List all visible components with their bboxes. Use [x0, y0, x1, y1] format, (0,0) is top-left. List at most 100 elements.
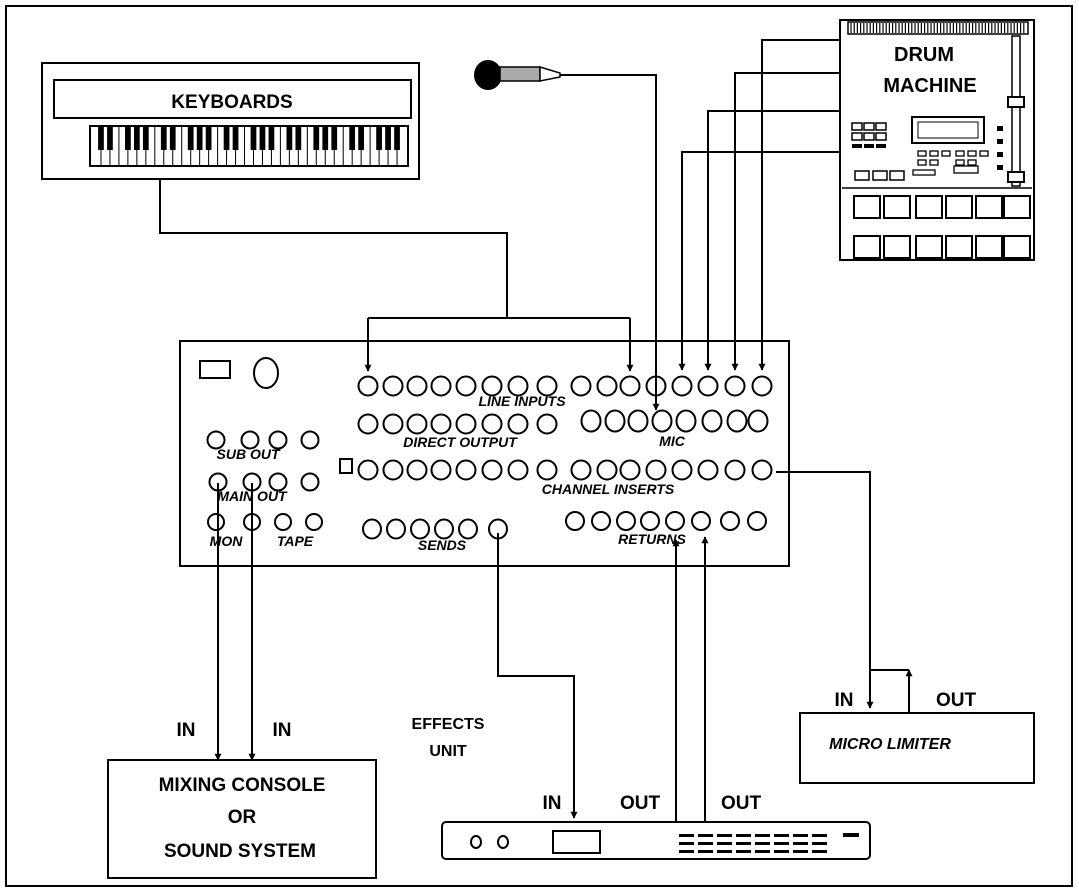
jack [720, 511, 740, 531]
jack [591, 511, 611, 531]
limiter-in-label: IN [835, 690, 854, 711]
effects-unit-body [441, 821, 871, 860]
black-key [142, 127, 149, 150]
jack [645, 459, 667, 481]
fx-button [698, 834, 713, 837]
fx-in-label: IN [543, 793, 562, 814]
keyboards-label-panel [53, 79, 412, 119]
drum-pad [915, 195, 943, 219]
jack [619, 375, 641, 397]
black-key [223, 127, 230, 150]
drum-led [997, 139, 1003, 144]
black-key [385, 127, 391, 150]
fx-button [774, 834, 789, 837]
drum-small-button [929, 159, 939, 166]
jack [747, 409, 769, 433]
black-key [295, 127, 302, 150]
drum-small-button [979, 150, 989, 157]
fx-button [679, 850, 694, 853]
drum-vent [847, 21, 1029, 35]
fx-button [717, 842, 732, 845]
drum-machine: DRUM MACHINE [839, 19, 1035, 261]
mixing-console-line2: OR [228, 807, 257, 828]
black-key [286, 127, 293, 150]
jack [357, 375, 379, 397]
drum-label-line2: MACHINE [883, 75, 976, 97]
drum-button [863, 122, 875, 131]
mixing-in-left-label: IN [177, 720, 196, 741]
drum-button-bar [852, 144, 862, 148]
sends-label: SENDS [418, 537, 467, 553]
jack [300, 472, 320, 492]
drum-small-button [917, 150, 927, 157]
black-key [331, 127, 338, 150]
jack [570, 459, 592, 481]
drum-fader-knob-1 [1007, 96, 1025, 108]
black-key [250, 127, 257, 150]
fx-button [812, 834, 827, 837]
effects-unit [441, 821, 871, 860]
black-key [196, 127, 203, 150]
black-key [349, 127, 356, 150]
jack [357, 413, 379, 435]
drum-display-inner [917, 121, 979, 139]
fx-button [774, 850, 789, 853]
jack [268, 472, 288, 492]
jack [751, 375, 773, 397]
cables [159, 39, 913, 823]
drum-pad [945, 195, 973, 219]
cable-drum-3 [704, 110, 840, 371]
drum-button [851, 122, 863, 131]
jack [619, 459, 641, 481]
cable-drum-1 [758, 39, 840, 371]
jack [596, 459, 618, 481]
mic-handle [499, 66, 541, 82]
microphone [474, 60, 561, 90]
drum-wide-button [953, 165, 979, 174]
jack [697, 375, 719, 397]
drum-small-button [917, 159, 927, 166]
keyboards-unit: KEYBOARDS [41, 62, 420, 180]
drum-pad [975, 195, 1003, 219]
fx-button [755, 842, 770, 845]
drum-pad [945, 235, 973, 259]
fx-button [717, 834, 732, 837]
line-inputs-label: LINE INPUTS [478, 393, 566, 409]
fx-button [774, 842, 789, 845]
mixer-power-switch [199, 360, 231, 379]
jack [627, 409, 649, 433]
cable-mic [560, 74, 660, 411]
jack [697, 459, 719, 481]
fx-knob-2 [497, 835, 509, 849]
drum-wide-button [912, 169, 936, 176]
black-key [98, 127, 104, 150]
black-key [268, 127, 275, 150]
keyboards-label: KEYBOARDS [171, 92, 292, 113]
fx-button [736, 834, 751, 837]
jack [651, 409, 673, 433]
jack [701, 409, 723, 433]
black-key [232, 127, 239, 150]
cable-insert-send [776, 471, 874, 709]
black-key [125, 127, 131, 150]
black-key [376, 127, 382, 150]
fx-button [736, 842, 751, 845]
jack [455, 413, 477, 435]
fx-display [552, 830, 601, 854]
drum-pad [853, 195, 881, 219]
cable-keyboards [159, 179, 508, 318]
drum-button [875, 122, 887, 131]
jack [300, 430, 320, 450]
mon-label: MON [210, 533, 244, 549]
drum-pad [853, 235, 881, 259]
jack [430, 459, 452, 481]
jack [565, 511, 585, 531]
cable-send-to-fx [497, 533, 578, 819]
jack [382, 459, 404, 481]
drum-small-button [955, 150, 965, 157]
jack [507, 375, 529, 397]
mixer-jacks [206, 375, 773, 540]
effects-label-line2: UNIT [429, 743, 467, 760]
jack [481, 375, 503, 397]
